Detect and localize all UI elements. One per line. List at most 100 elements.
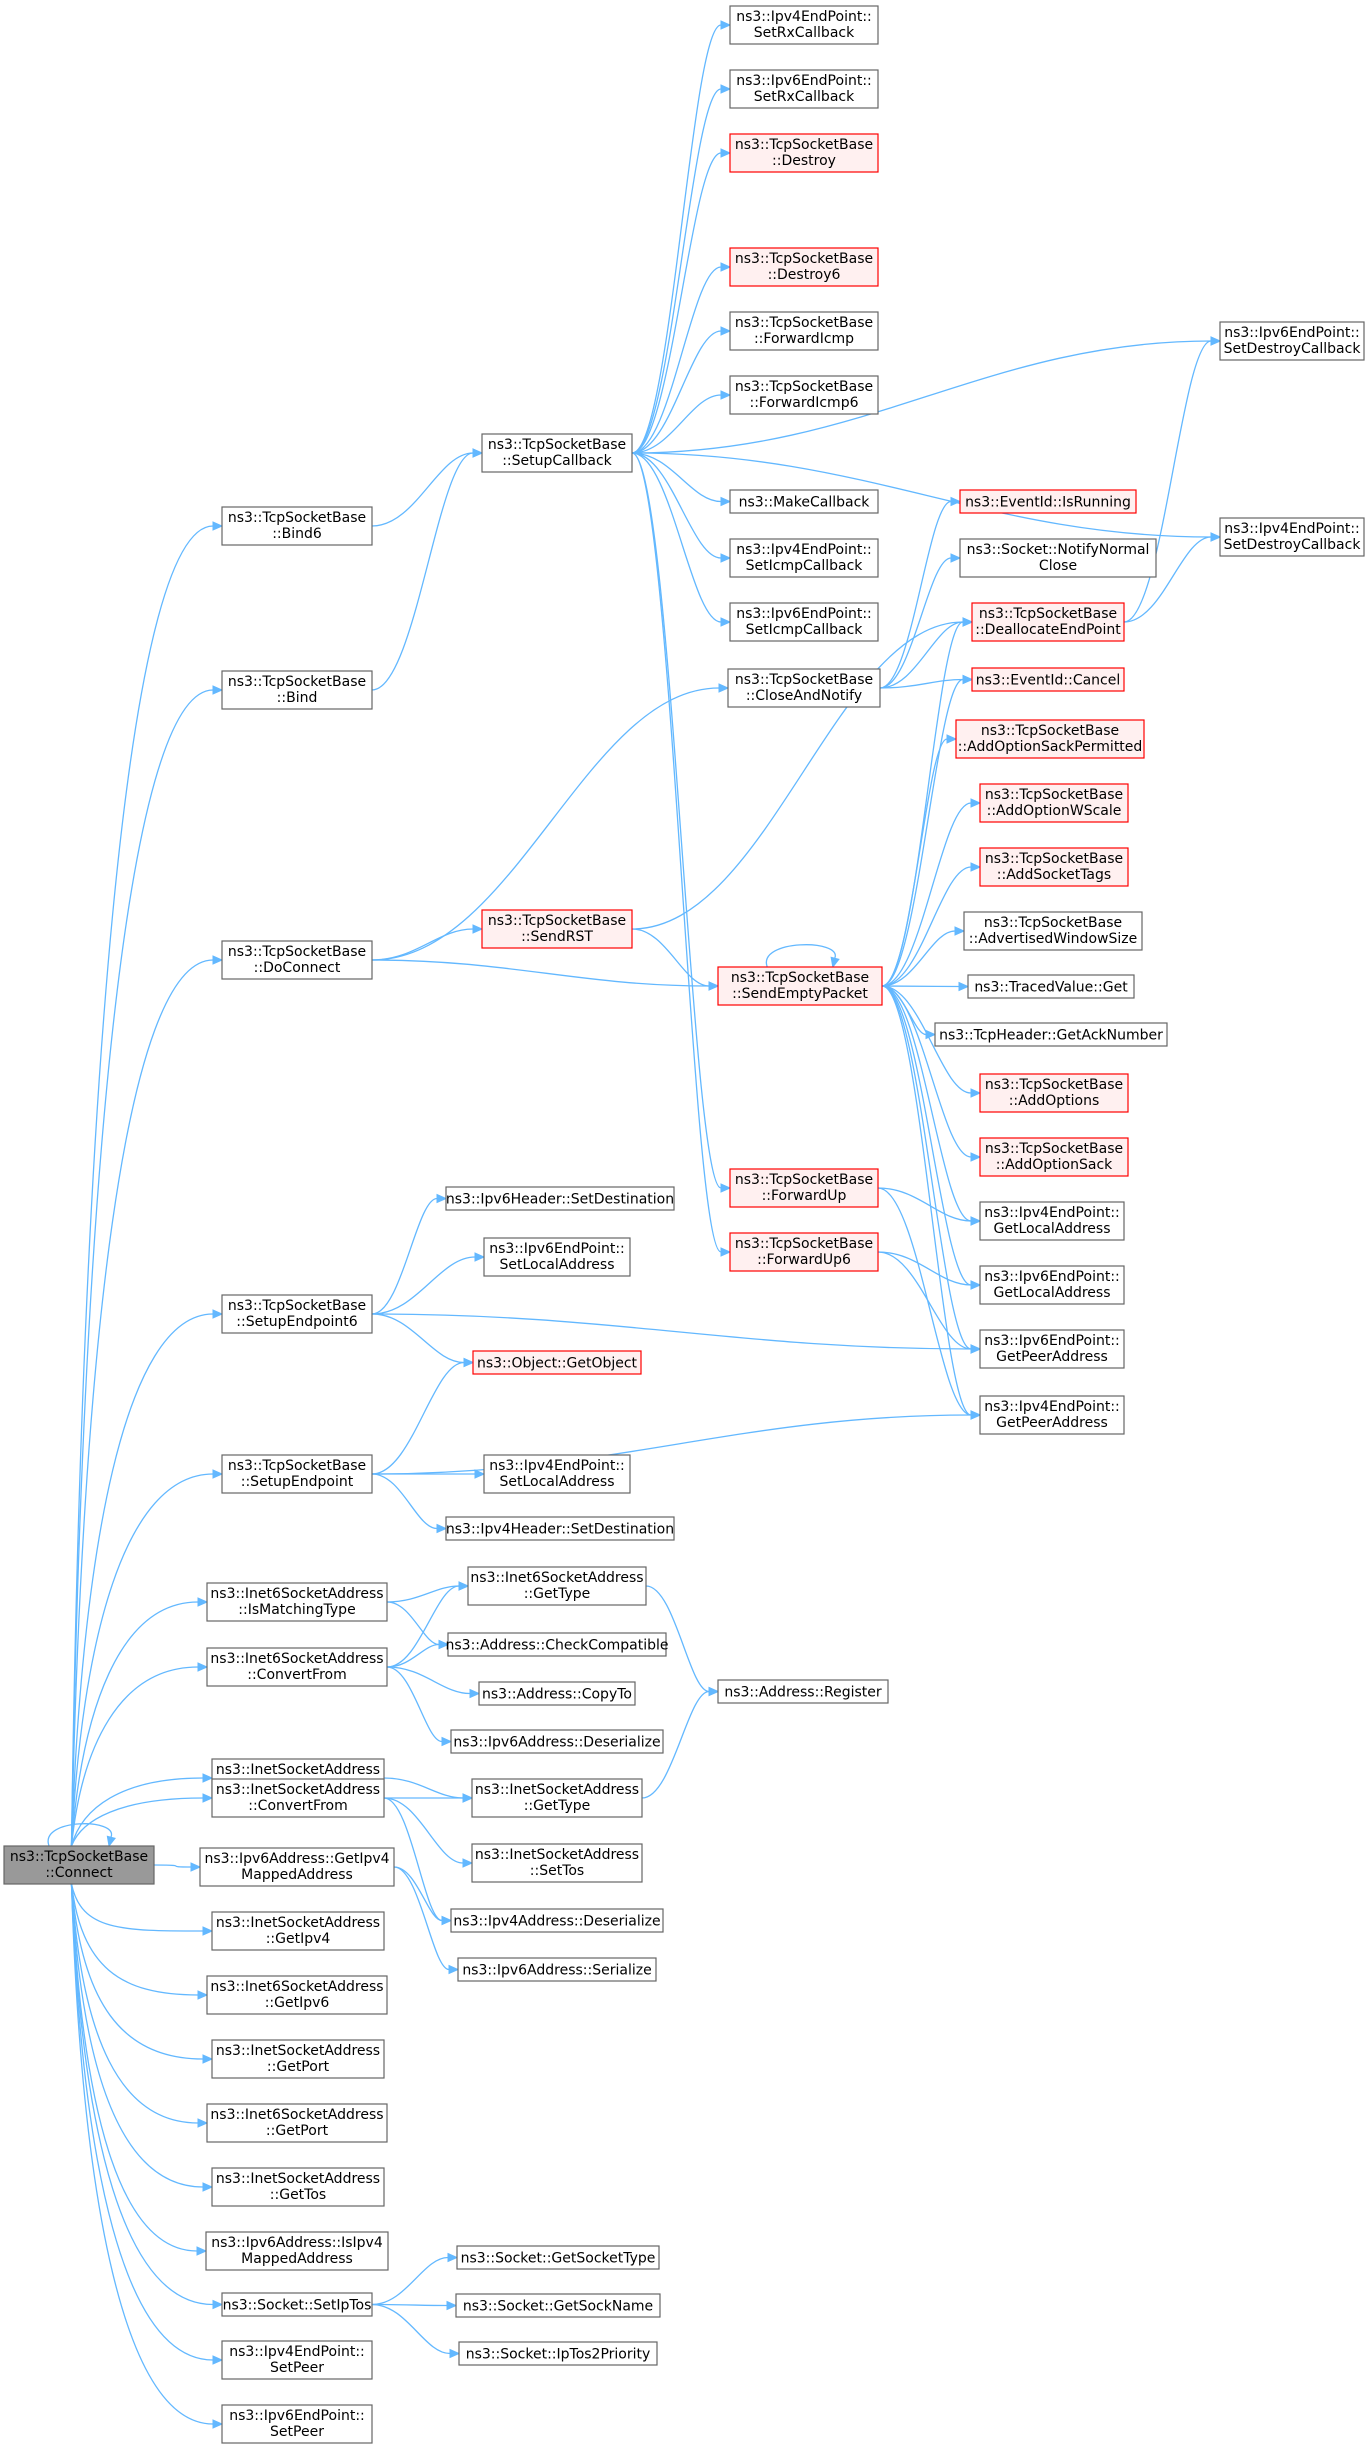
node-i4getipv4[interactable]: ns3::InetSocketAddress::GetIpv4 [211,1911,385,1951]
node-makecallback[interactable]: ns3::MakeCallback [729,489,879,514]
edge-arrowhead [197,1597,209,1607]
edge-arrowhead [212,1469,224,1479]
node-label: SetLocalAddress [499,1257,614,1273]
node-getsockname[interactable]: ns3::Socket::GetSockName [455,2293,661,2318]
node-ep4seticmp[interactable]: ns3::Ipv4EndPoint::SetIcmpCallback [729,538,879,578]
node-ip6hdrsetdest[interactable]: ns3::Ipv6Header::SetDestination [445,1186,675,1211]
edge-line [70,1883,204,2060]
edge-setupcallback-to-ep6seticmp [631,452,732,627]
node-ep6getpeer[interactable]: ns3::Ipv6EndPoint::GetPeerAddress [979,1329,1125,1369]
edge-arrowhead [441,1736,453,1747]
node-i6ismatching[interactable]: ns3::Inet6SocketAddress::IsMatchingType [206,1582,388,1622]
node-ep4setpeer[interactable]: ns3::Ipv4EndPoint::SetPeer [221,2340,373,2380]
node-closenotify[interactable]: ns3::TcpSocketBase::CloseAndNotify [727,668,881,708]
node-sendempty[interactable]: ns3::TcpSocketBase::SendEmptyPacket [717,966,883,1006]
node-connect[interactable]: ns3::TcpSocketBase::Connect [3,1845,155,1885]
node-checkcompat[interactable]: ns3::Address::CheckCompatible [446,1632,669,1657]
node-ep6setdestroy[interactable]: ns3::Ipv6EndPoint::SetDestroyCallback [1219,321,1365,361]
edge-line [1123,536,1212,623]
node-destroy[interactable]: ns3::TcpSocketBase::Destroy [729,133,879,173]
node-i4gettos[interactable]: ns3::InetSocketAddress::GetTos [211,2167,385,2207]
node-ep6setpeer[interactable]: ns3::Ipv6EndPoint::SetPeer [221,2404,373,2444]
node-ip4hdrsetdest[interactable]: ns3::Ipv4Header::SetDestination [445,1516,675,1541]
node-fwdup6[interactable]: ns3::TcpSocketBase::ForwardUp6 [729,1232,879,1272]
node-addsackperm[interactable]: ns3::TcpSocketBase::AddOptionSackPermitt… [955,719,1145,759]
node-ep4setdestroy[interactable]: ns3::Ipv4EndPoint::SetDestroyCallback [1219,517,1365,557]
edge-line [371,1414,972,1475]
node-destroy6[interactable]: ns3::TcpSocketBase::Destroy6 [729,247,879,287]
node-cancel[interactable]: ns3::EventId::Cancel [971,667,1125,692]
node-i6gettype[interactable]: ns3::Inet6SocketAddress::GetType [467,1566,647,1606]
node-addtags[interactable]: ns3::TcpSocketBase::AddSocketTags [979,847,1129,887]
node-getsockettype[interactable]: ns3::Socket::GetSocketType [456,2245,660,2270]
node-iptos2prio[interactable]: ns3::Socket::IpTos2Priority [458,2341,658,2366]
node-ep6setlocal[interactable]: ns3::Ipv6EndPoint::SetLocalAddress [483,1237,631,1277]
node-ep6getlocal[interactable]: ns3::Ipv6EndPoint::GetLocalAddress [979,1265,1125,1305]
node-ep6setrx[interactable]: ns3::Ipv6EndPoint::SetRxCallback [729,69,879,109]
node-box [211,2167,385,2207]
node-setupendpoint[interactable]: ns3::TcpSocketBase::SetupEndpoint [221,1454,373,1494]
node-label: ns3::Ipv4EndPoint:: [984,1399,1120,1415]
edge-sendrst-to-deallocate [631,617,974,930]
edge-setupendpoint-to-ep4getpeer [371,1410,982,1475]
node-copyto[interactable]: ns3::Address::CopyTo [478,1681,636,1706]
node-i6convert[interactable]: ns3::Inet6SocketAddress::ConvertFrom [206,1647,388,1687]
node-deallocate[interactable]: ns3::TcpSocketBase::DeallocateEndPoint [971,602,1125,642]
edge-line [881,866,972,987]
edge-arrowhead [946,734,958,744]
node-ep4setlocal[interactable]: ns3::Ipv4EndPoint::SetLocalAddress [483,1454,631,1494]
edge-sendrst-to-sendempty [631,928,720,991]
node-getacknum[interactable]: ns3::TcpHeader::GetAckNumber [934,1022,1168,1047]
node-i4convert[interactable]: ns3::InetSocketAddress::ConvertFrom [211,1778,385,1818]
node-ep6seticmp[interactable]: ns3::Ipv6EndPoint::SetIcmpCallback [729,602,879,642]
node-bind[interactable]: ns3::TcpSocketBase::Bind [221,670,373,710]
node-fwdup[interactable]: ns3::TcpSocketBase::ForwardUp [729,1168,879,1208]
edge-deallocate-to-ep6setdestroy [1123,336,1222,623]
node-i6getport[interactable]: ns3::Inet6SocketAddress::GetPort [206,2103,388,2143]
edge-arrowhead [1210,336,1222,346]
edge-line [371,1473,438,1530]
node-ip6ser[interactable]: ns3::Ipv6Address::Serialize [457,1957,657,1982]
node-box [729,375,879,415]
edge-connect-to-i4convert [70,1793,214,1847]
node-label: ns3::Inet6SocketAddress [210,2107,383,2123]
node-getobject[interactable]: ns3::Object::GetObject [472,1350,642,1375]
node-setupendpoint6[interactable]: ns3::TcpSocketBase::SetupEndpoint6 [221,1294,373,1334]
node-box [729,1232,879,1272]
node-label: ns3::InetSocketAddress [475,1782,639,1798]
node-i6getipv6[interactable]: ns3::Inet6SocketAddress::GetIpv6 [206,1975,388,2015]
node-box [445,1186,675,1211]
node-addoptions[interactable]: ns3::TcpSocketBase::AddOptions [979,1073,1129,1113]
node-i4settos[interactable]: ns3::InetSocketAddress::SetTos [471,1843,643,1883]
node-box [979,1265,1125,1305]
node-addsack[interactable]: ns3::TcpSocketBase::AddOptionSack [979,1137,1129,1177]
node-ep4setrx[interactable]: ns3::Ipv4EndPoint::SetRxCallback [729,5,879,45]
node-setiptos[interactable]: ns3::Socket::SetIpTos [221,2292,373,2317]
node-ep4getpeer[interactable]: ns3::Ipv4EndPoint::GetPeerAddress [979,1395,1125,1435]
node-label: ns3::TcpSocketBase [735,251,873,267]
node-setupcallback[interactable]: ns3::TcpSocketBase::SetupCallback [481,433,633,473]
node-addwscale[interactable]: ns3::TcpSocketBase::AddOptionWScale [979,783,1129,823]
node-i4getport[interactable]: ns3::InetSocketAddress::GetPort [211,2039,385,2079]
node-sendrst[interactable]: ns3::TcpSocketBase::SendRST [481,909,633,949]
edge-line [881,985,960,988]
node-bind6[interactable]: ns3::TcpSocketBase::Bind6 [221,506,373,546]
node-ip4deser[interactable]: ns3::Ipv4Address::Deserialize [450,1908,664,1933]
node-ip6deser[interactable]: ns3::Ipv6Address::Deserialize [450,1729,664,1754]
edge-line [70,1883,204,1932]
node-i4gettype[interactable]: ns3::InetSocketAddress::GetType [471,1778,643,1818]
node-isrunning[interactable]: ns3::EventId::IsRunning [959,489,1137,514]
edge-setupcallback-to-fwdicmp [631,326,732,454]
node-fwdicmp6[interactable]: ns3::TcpSocketBase::ForwardIcmp6 [729,375,879,415]
node-fwdicmp[interactable]: ns3::TcpSocketBase::ForwardIcmp [729,311,879,351]
node-label: ::AddOptionSack [996,1157,1113,1173]
node-advwin[interactable]: ns3::TcpSocketBase::AdvertisedWindowSize [963,911,1143,951]
node-doconnect[interactable]: ns3::TcpSocketBase::DoConnect [221,940,373,980]
node-addrregister[interactable]: ns3::Address::Register [717,1679,889,1704]
node-ep4getlocal[interactable]: ns3::Ipv4EndPoint::GetLocalAddress [979,1201,1125,1241]
node-tracedget[interactable]: ns3::TracedValue::Get [967,974,1135,999]
